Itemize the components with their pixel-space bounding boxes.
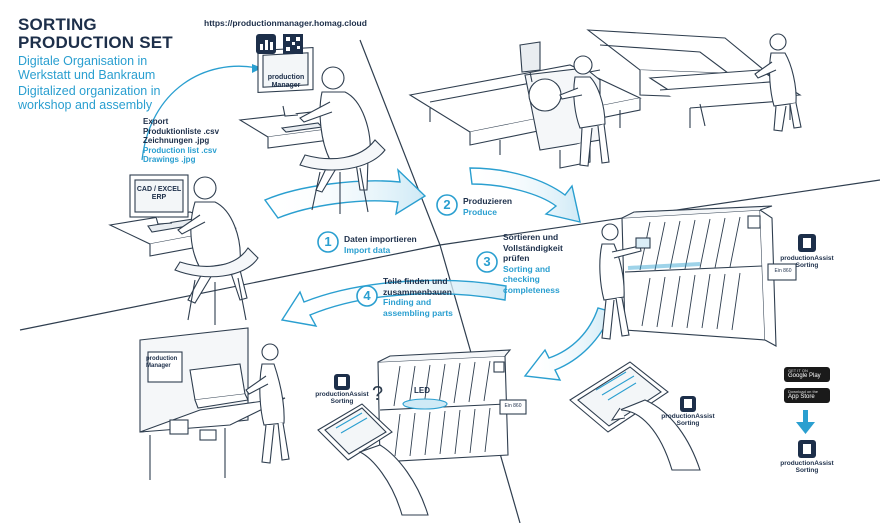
- step-1-label: Daten importieren Import data: [344, 234, 417, 255]
- step-4-en-2: assembling parts: [383, 307, 453, 318]
- production-assist-icon-4: [798, 440, 816, 458]
- qr-code: [283, 34, 303, 54]
- step-1-de: Daten importieren: [344, 234, 417, 244]
- export-de-line-1: Produktionliste .csv: [143, 126, 220, 136]
- tablet-hand-scene: [569, 361, 701, 471]
- pa-4-line-2: Sorting: [795, 467, 819, 474]
- pa-2-line-1: productionAssist: [661, 413, 715, 420]
- step-2-label: Produzieren Produce: [463, 196, 512, 217]
- page-title: SORTING PRODUCTION SET: [18, 16, 173, 52]
- production-assist-label-2: productionAssist Sorting: [657, 413, 719, 427]
- step-2-en: Produce: [463, 206, 498, 217]
- subtitle-english: Digitalized organization in workshop and…: [18, 84, 160, 112]
- step-4-en-1: Finding and: [383, 297, 432, 307]
- production-assist-icon-2: [680, 396, 696, 412]
- step-circle-1: [317, 231, 339, 253]
- step-circle-3: [476, 251, 498, 273]
- title-line-1: SORTING: [18, 15, 97, 34]
- step-4-label: Teile finden und zusammenbauen Finding a…: [383, 276, 453, 318]
- step-number-4: 4: [363, 288, 371, 303]
- pa-4-line-1: productionAssist: [780, 460, 834, 467]
- shelf-tag-sorting: Ein 860: [774, 268, 792, 274]
- pa-2-line-2: Sorting: [676, 420, 700, 427]
- step-circle-4: [356, 285, 378, 307]
- step-3-en-3: completeness: [503, 284, 560, 295]
- step-number-1: 1: [324, 234, 332, 249]
- cloud-url[interactable]: https://productionmanager.homag.cloud: [204, 18, 367, 28]
- step-3-de-3: prüfen: [503, 253, 530, 263]
- wall-screen-line-1: production: [146, 356, 178, 362]
- step-3-label: Sortieren und Vollständigkeit prüfen Sor…: [503, 232, 563, 295]
- pa-1-line-2: Sorting: [795, 262, 819, 269]
- production-manager-app-icon: [256, 34, 276, 54]
- led-label: LED: [414, 386, 430, 395]
- cycle-arrow-4: [280, 279, 507, 327]
- step-3-en-2: checking: [503, 274, 540, 284]
- subtitle-en-line-1: Digitalized organization in: [18, 84, 161, 98]
- pa-3-line-1: productionAssist: [315, 391, 369, 398]
- step-3-de-1: Sortieren und: [503, 232, 559, 242]
- cycle-arrow-1: [263, 168, 427, 219]
- app-store-small-text: Download on the: [788, 389, 819, 394]
- production-assist-label-1: productionAssist Sorting: [776, 255, 838, 269]
- svg-text:?: ?: [372, 383, 383, 405]
- led-shelf-scene: [377, 349, 527, 463]
- production-assist-icon-3: [334, 374, 350, 390]
- shelf-tag-assembly: Ein 860: [504, 403, 522, 409]
- export-en-line-1: Production list .csv: [143, 145, 217, 155]
- wall-screen-line-2: Manager: [146, 363, 171, 369]
- app-store-button[interactable]: Download on the App Store: [784, 388, 830, 403]
- sorting-shelf-scene: [599, 205, 797, 347]
- export-title: Export: [143, 117, 169, 126]
- pm-screen-line-2: Manager: [271, 82, 301, 89]
- step-4-de-1: Teile finden und: [383, 276, 448, 286]
- assembly-tablet-hand: ?: [317, 383, 429, 516]
- cad-screen-line-1: CAD / EXCEL: [136, 186, 182, 193]
- app-store-text: App Store: [788, 394, 815, 400]
- panel-saw-scene: [408, 29, 802, 169]
- cad-screen-line-2: ERP: [151, 194, 167, 201]
- step-circle-2: [436, 194, 458, 216]
- step-3-en-1: Sorting and: [503, 263, 551, 274]
- subtitle-german: Digitale Organisation in Werkstatt und B…: [18, 54, 155, 82]
- cad-screen-label: CAD / EXCEL ERP: [136, 186, 182, 202]
- step-1-en: Import data: [344, 244, 391, 255]
- pa-1-line-1: productionAssist: [780, 255, 834, 262]
- production-assist-label-4: productionAssist Sorting: [776, 460, 838, 474]
- step-2-de: Produzieren: [463, 196, 513, 206]
- download-arrow-icon: [796, 410, 815, 434]
- subtitle-en-line-2: workshop and assembly: [18, 98, 153, 112]
- step-4-de-2: zusammenbauen: [383, 286, 452, 297]
- google-play-button[interactable]: GET IT ON Google Play: [784, 367, 830, 382]
- google-play-small-text: GET IT ON: [788, 368, 808, 373]
- google-play-text: Google Play: [788, 373, 821, 379]
- step-3-de-2: Vollständigkeit: [503, 242, 563, 253]
- production-assist-icon-1: [798, 234, 816, 252]
- office-scene-pm: [238, 47, 386, 214]
- step-number-2: 2: [443, 197, 451, 212]
- export-info: Export Produktionliste .csv Zeichnungen …: [143, 117, 219, 165]
- cycle-arrow-3: [523, 307, 613, 381]
- export-en-line-2: Drawings .jpg: [143, 155, 196, 164]
- title-line-2: PRODUCTION SET: [18, 33, 173, 52]
- subtitle-de-line-1: Digitale Organisation in: [18, 54, 148, 68]
- pm-screen-label: production Manager: [266, 74, 306, 90]
- cycle-arrow-2: [469, 167, 581, 223]
- export-de-line-2: Zeichnungen .jpg: [143, 136, 210, 145]
- pa-3-line-2: Sorting: [330, 398, 354, 405]
- wall-screen-label: production Manager: [146, 356, 182, 370]
- data-flow-arc: [141, 65, 259, 161]
- assembly-scene: [139, 327, 290, 480]
- subtitle-de-line-2: Werkstatt und Bankraum: [18, 68, 156, 82]
- step-number-3: 3: [483, 254, 491, 269]
- production-assist-label-3: productionAssist Sorting: [311, 391, 373, 405]
- pm-screen-line-1: production: [267, 74, 305, 81]
- office-scene-cad: [108, 174, 259, 325]
